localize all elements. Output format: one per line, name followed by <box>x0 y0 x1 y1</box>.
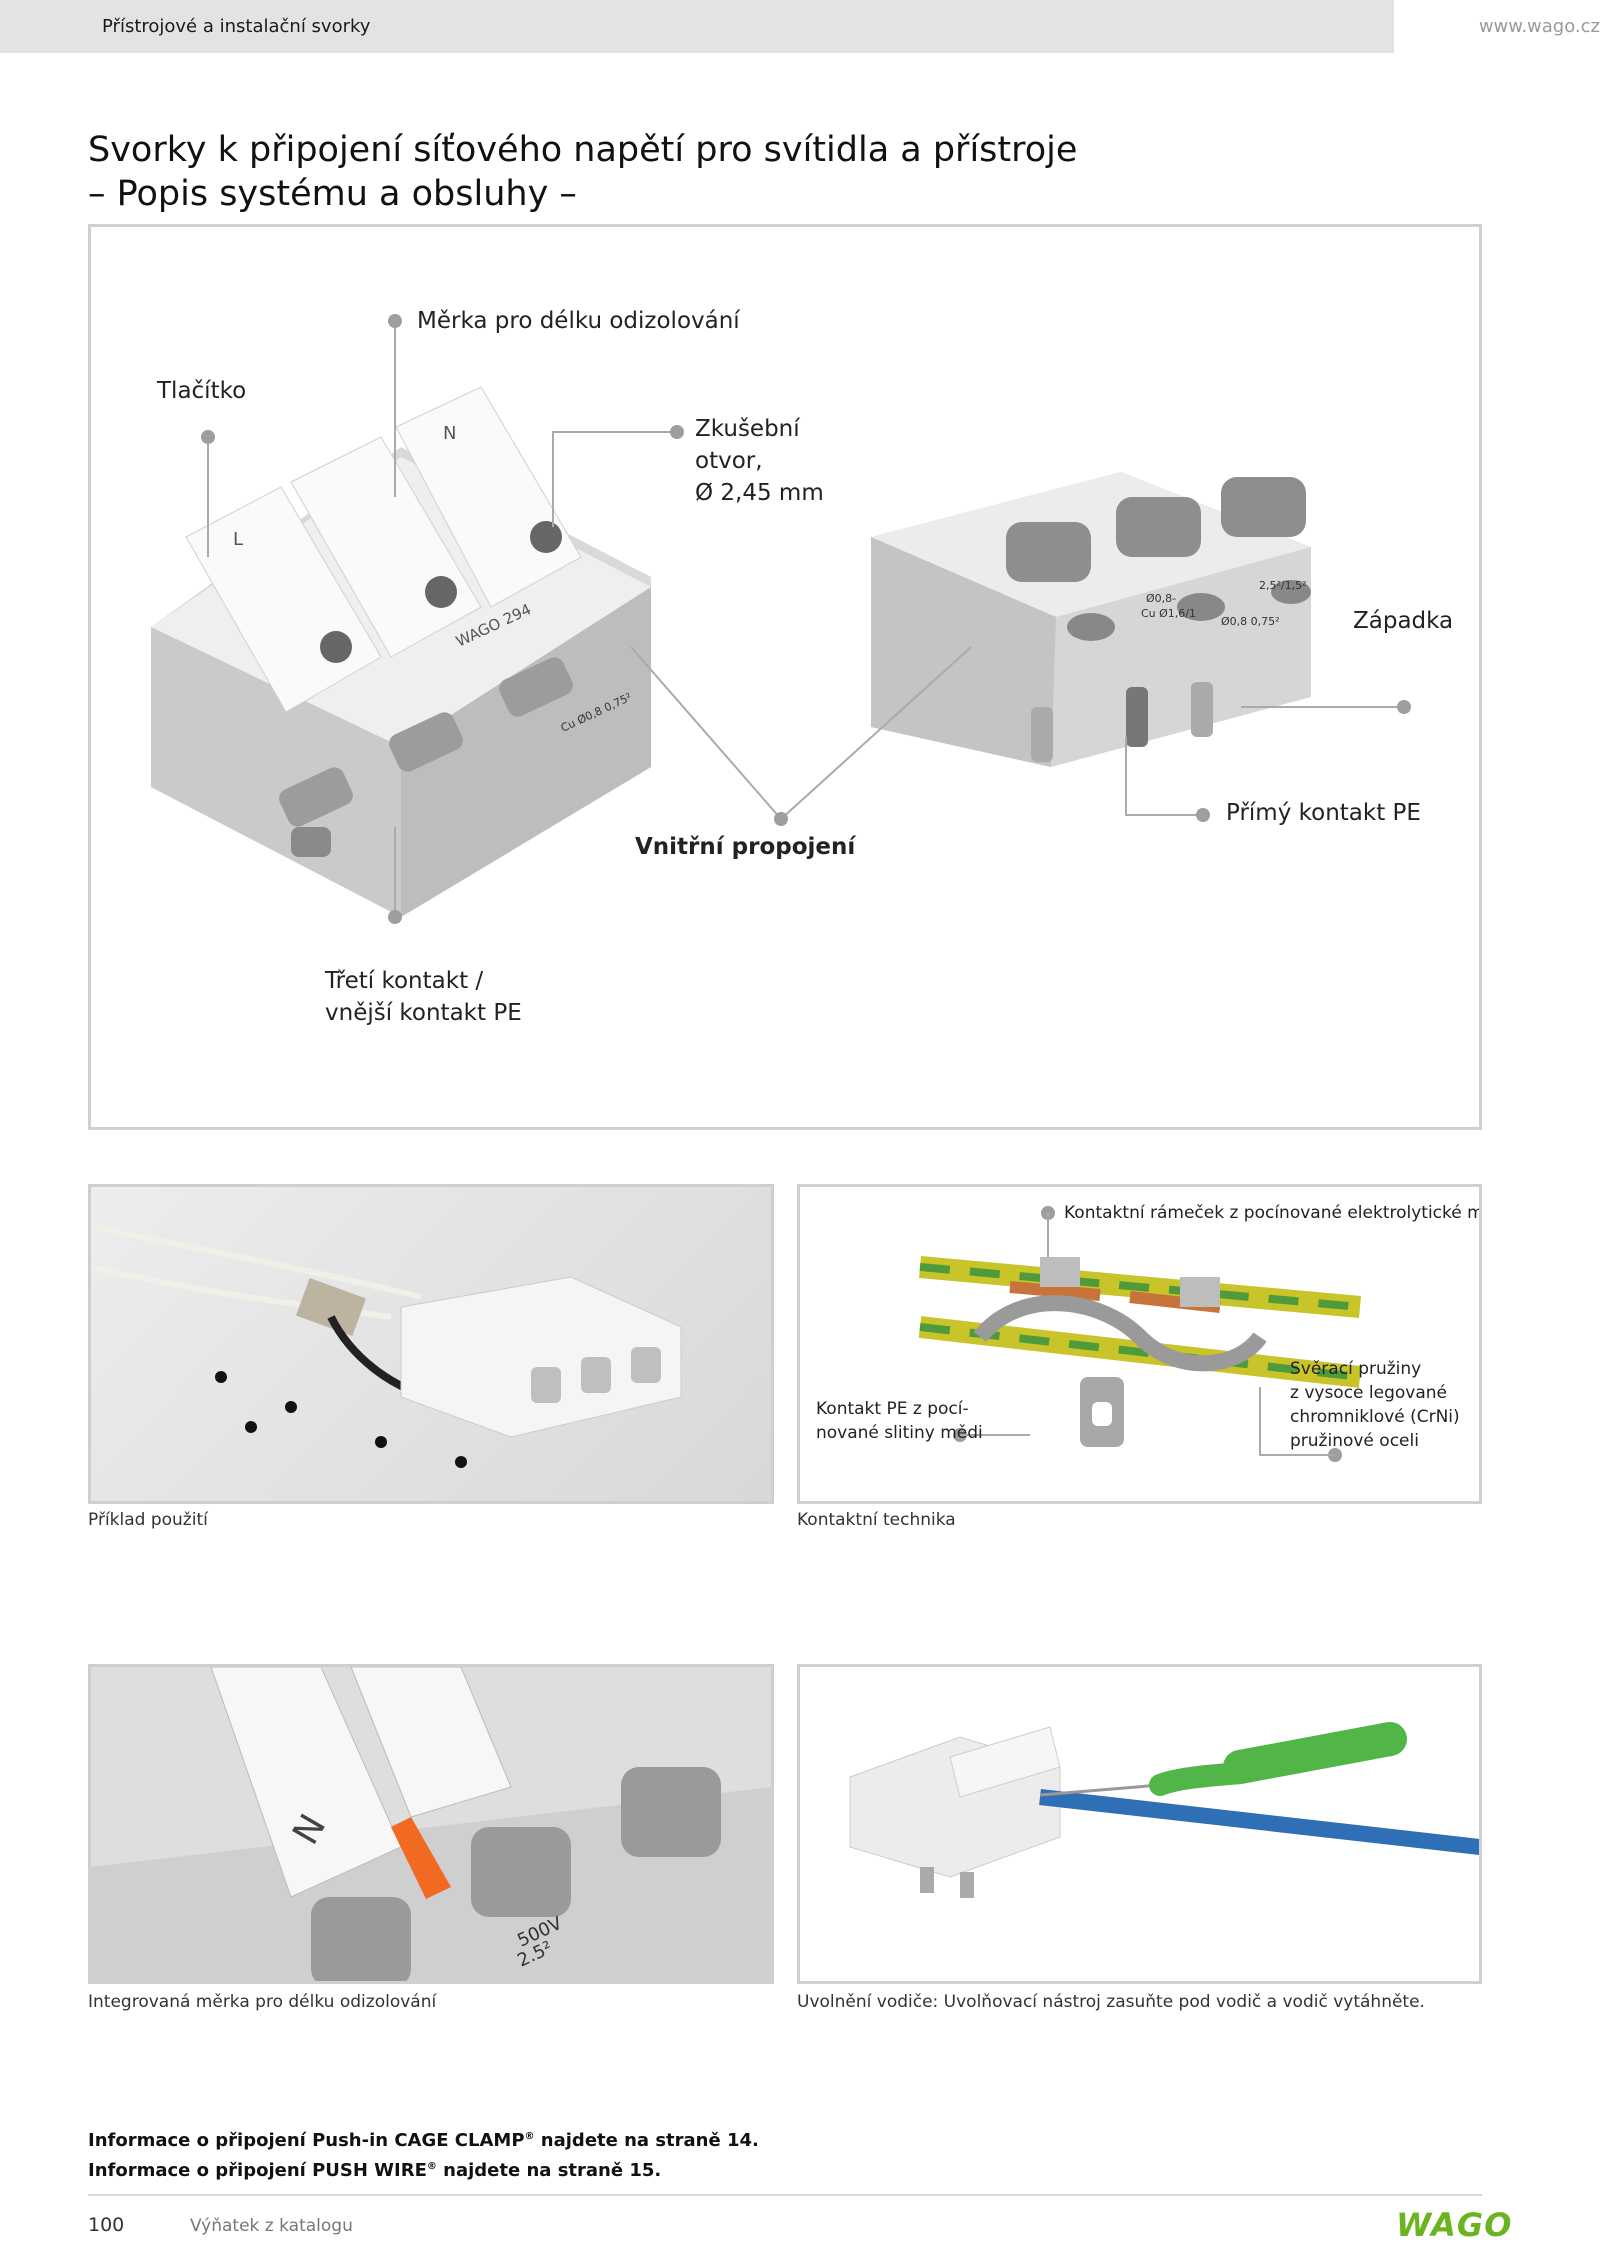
gauge-illustration: N 500V 2.5² <box>91 1667 771 1981</box>
marking-cu2: Cu Ø1,6/1 <box>1141 607 1196 620</box>
info-push-in-text: Informace o připojení Push-in CAGE CLAMP <box>88 2130 525 2151</box>
caption-usage: Příklad použití <box>88 1510 208 1530</box>
caption-gauge: Integrovaná měrka pro délku odizolování <box>88 1992 437 2012</box>
info-push-wire: Informace o připojení PUSH WIRE® najdete… <box>88 2160 661 2181</box>
label-test-hole-3: Ø 2,45 mm <box>695 480 824 506</box>
info-push-in-page: najdete na straně 14. <box>534 2130 759 2151</box>
release-illustration <box>849 1722 1479 1898</box>
label-pe-contact-2: nované slitiny mědi <box>816 1423 983 1443</box>
info-push-wire-page: najdete na straně 15. <box>436 2160 662 2181</box>
label-latch: Západka <box>1353 608 1454 634</box>
header-section-title: Přístrojové a instalační svorky <box>102 16 371 37</box>
leader-test-hole <box>552 431 677 527</box>
caption-contact: Kontaktní technika <box>797 1510 956 1530</box>
label-internal-connection: Vnitřní propojení <box>635 834 856 860</box>
label-test-hole-2: otvor, <box>695 448 763 474</box>
connector-rear-view <box>871 472 1311 767</box>
label-strip-gauge: Měrka pro délku odizolování <box>417 308 740 334</box>
header-bar: Přístrojové a instalační svorky www.wago… <box>0 0 1600 53</box>
label-spring-1: Svěrací pružiny <box>1290 1359 1422 1379</box>
main-illustration: WAGO 294 Cu Ø0,8 0,75² L N Ø0,8- Cu Ø1,6… <box>151 314 1411 924</box>
label-direct-pe: Přímý kontakt PE <box>1226 800 1421 826</box>
label-button: Tlačítko <box>157 378 247 404</box>
gauge-photo: N 500V 2.5² <box>88 1664 774 1984</box>
leader-direct-pe <box>1125 737 1203 816</box>
info-push-wire-reg: ® <box>426 2161 437 2172</box>
label-test-hole-1: Zkušební <box>695 416 800 442</box>
button-n <box>395 386 582 608</box>
label-contact-frame: Kontaktní rámeček z pocínované elektroly… <box>1064 1203 1482 1223</box>
marking-spec3: Ø0,8 0,75² <box>1221 615 1280 628</box>
info-push-wire-text: Informace o připojení PUSH WIRE <box>88 2160 427 2181</box>
footer-note: Výňatek z katalogu <box>190 2216 353 2236</box>
connector-front-view <box>151 386 651 917</box>
page-title-line1: Svorky k připojení síťového napětí pro s… <box>88 130 1078 170</box>
contact-figure: Kontaktní rámeček z pocínované elektroly… <box>797 1184 1482 1504</box>
label-third-contact-1: Třetí kontakt / <box>325 968 484 994</box>
caption-release: Uvolnění vodiče: Uvolňovací nástroj zasu… <box>797 1992 1425 2012</box>
info-push-in-reg: ® <box>524 2131 535 2142</box>
usage-photo <box>88 1184 774 1504</box>
marking-size: 2,5²/1,5² <box>1259 579 1307 592</box>
leader-internal <box>630 646 972 820</box>
label-spring-4: pružinové oceli <box>1290 1431 1419 1451</box>
page-title: Svorky k připojení síťového napětí pro s… <box>88 128 1077 216</box>
header-website[interactable]: www.wago.cz <box>1478 16 1600 37</box>
main-figure: WAGO 294 Cu Ø0,8 0,75² L N Ø0,8- Cu Ø1,6… <box>88 224 1482 1130</box>
contact-illustration <box>918 1206 1362 1462</box>
release-photo <box>797 1664 1482 1984</box>
wago-logo: WAGO <box>1396 2206 1513 2244</box>
marking-spec4: Ø0,8- <box>1146 592 1176 605</box>
usage-illustration <box>91 1224 682 1468</box>
label-spring-3: chromniklové (CrNi) <box>1290 1407 1460 1427</box>
marking-n: N <box>443 423 456 444</box>
label-third-contact-2: vnější kontakt PE <box>325 1000 522 1026</box>
marking-l: L <box>233 529 243 550</box>
footer-page-number: 100 <box>88 2214 125 2236</box>
label-spring-2: z vysoce legované <box>1290 1383 1448 1403</box>
label-pe-contact-1: Kontakt PE z pocí- <box>816 1399 969 1419</box>
page-title-line2: – Popis systému a obsluhy – <box>88 174 577 214</box>
footer-rule <box>88 2194 1482 2196</box>
info-push-in: Informace o připojení Push-in CAGE CLAMP… <box>88 2130 759 2151</box>
